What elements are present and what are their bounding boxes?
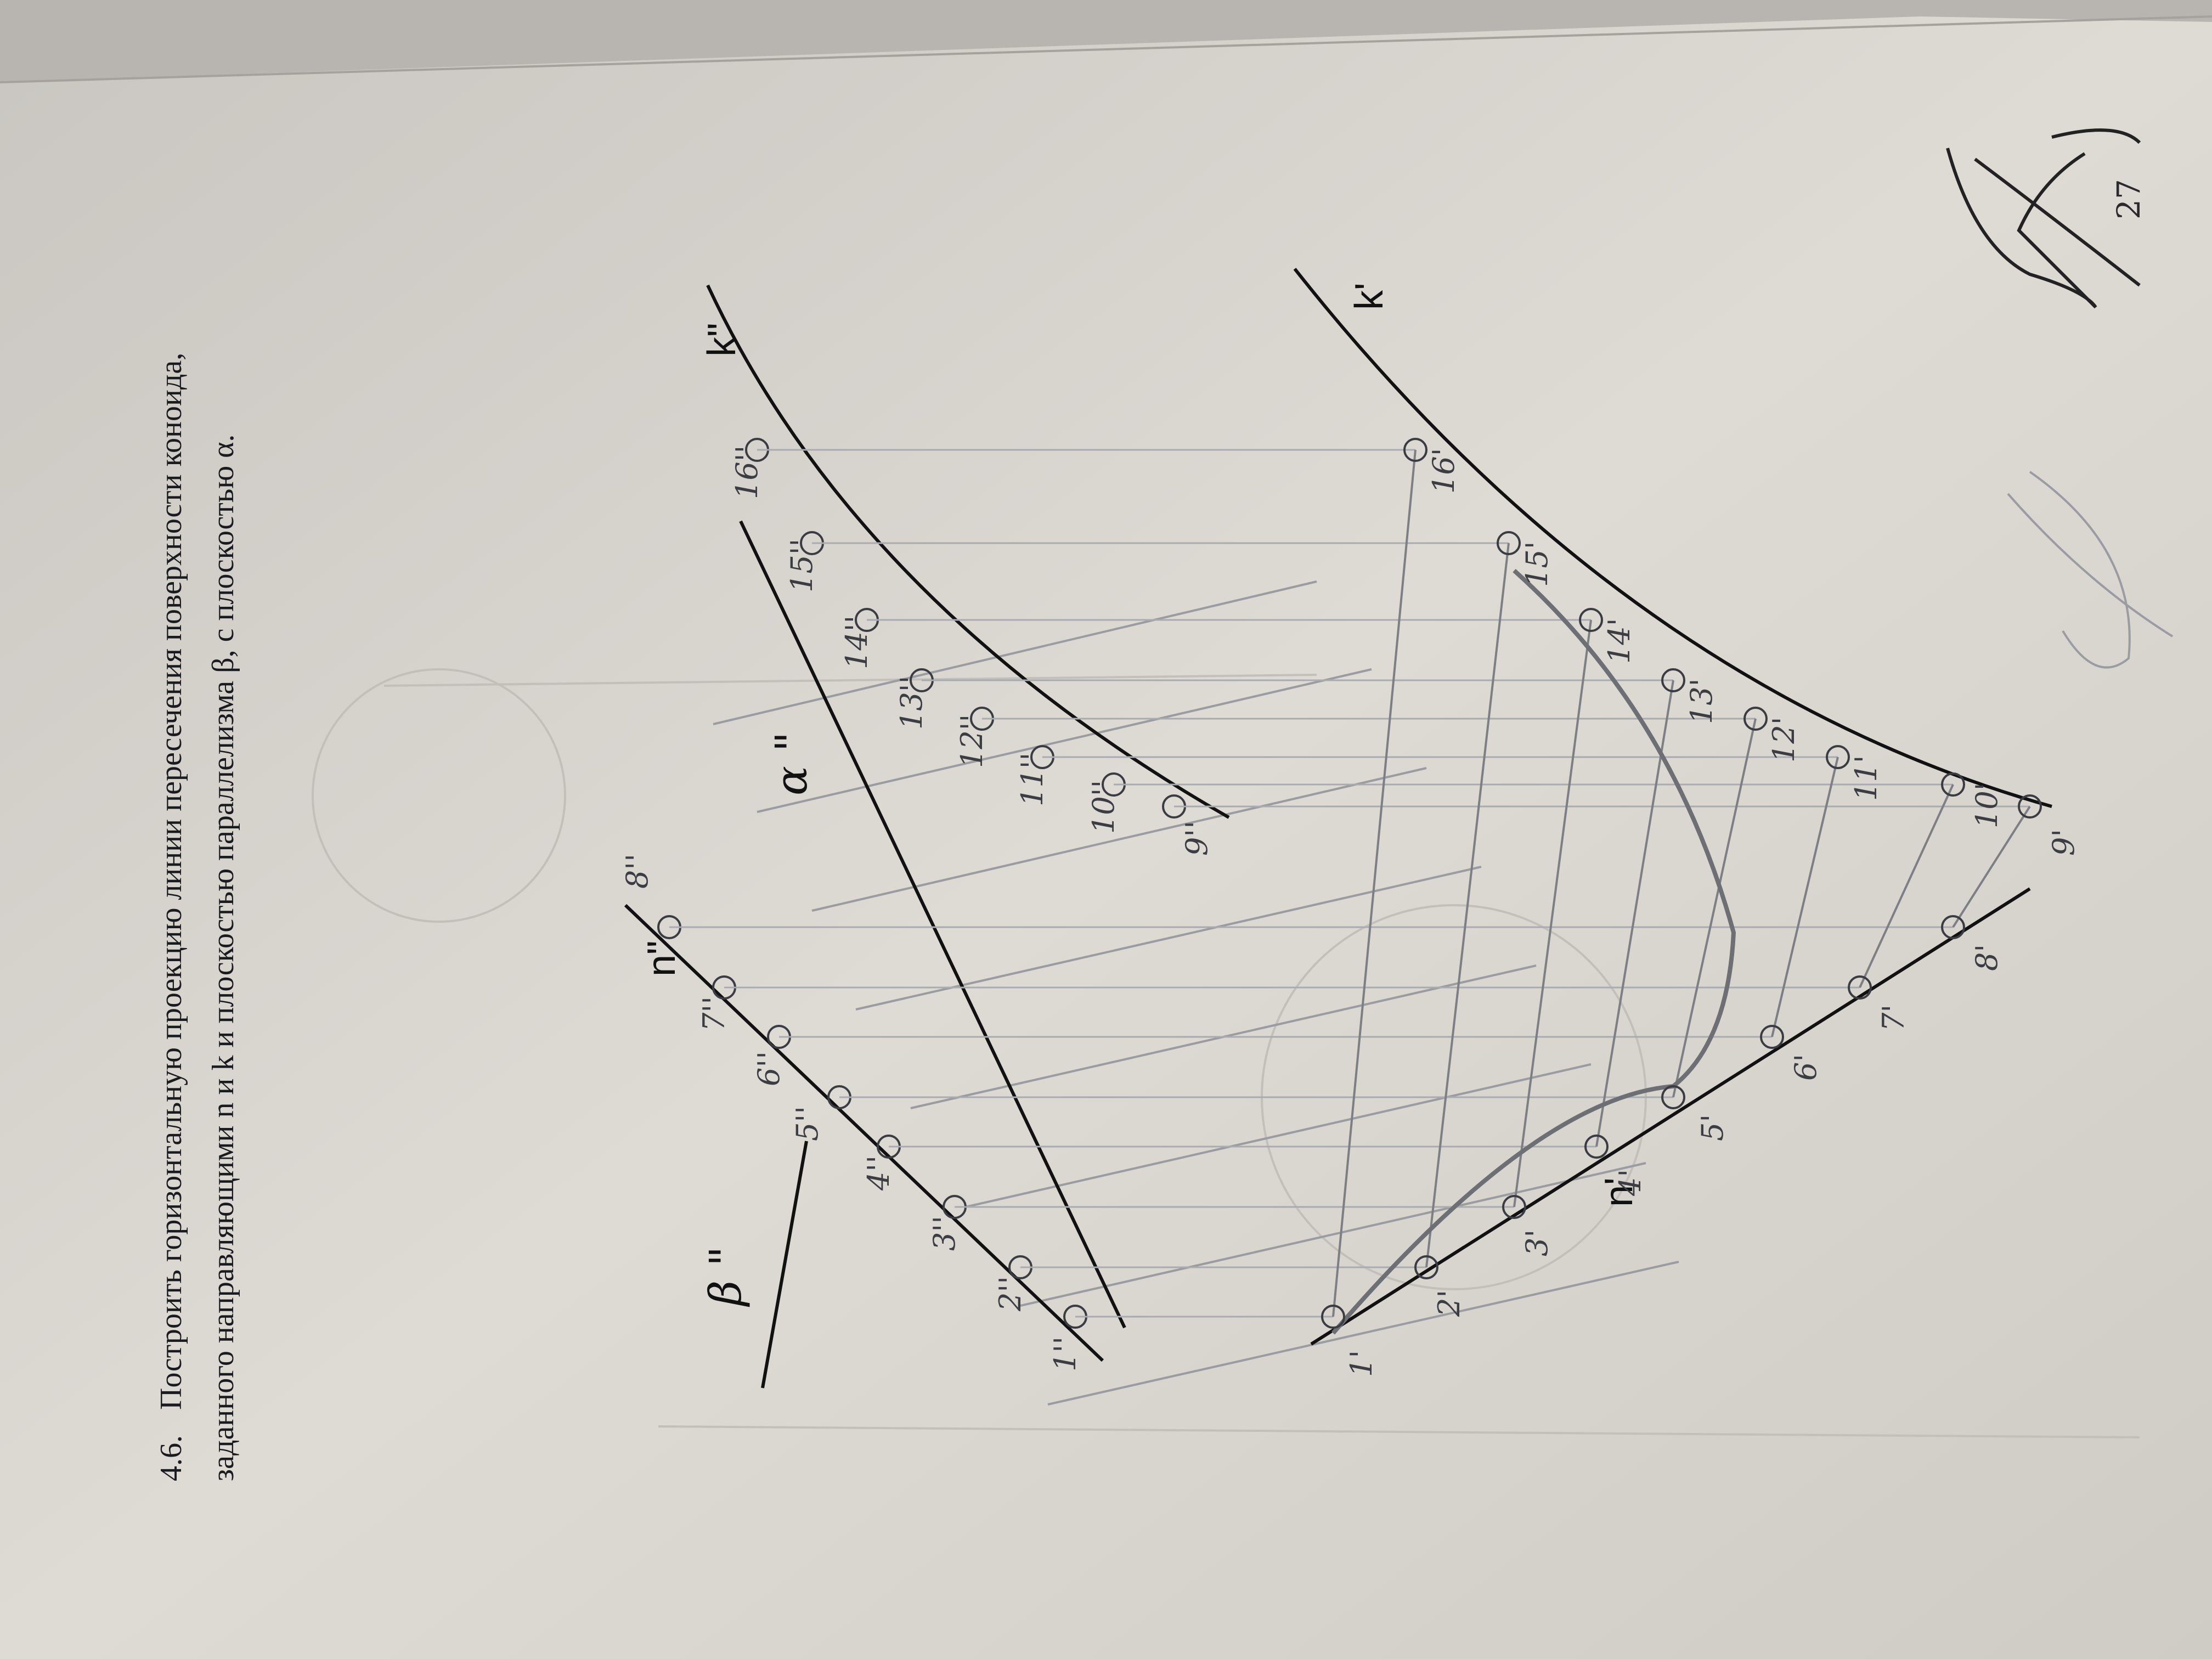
signature — [1946, 128, 2141, 309]
pencil-signature — [2007, 471, 2174, 669]
n-top-points — [1321, 915, 1965, 1329]
k-front-curve — [706, 284, 1230, 819]
projection-lines — [669, 449, 2030, 1318]
k-top-curve — [1293, 268, 2052, 808]
generatrix-lines — [1332, 449, 2031, 1317]
alpha-front-line — [739, 520, 1126, 1329]
top-view — [669, 268, 2052, 1346]
page-edge — [0, 0, 2212, 82]
n-top-line — [1310, 887, 2031, 1346]
page-edge-line — [0, 15, 2212, 83]
front-view — [624, 284, 1679, 1406]
intersection-curve — [1331, 569, 1736, 1335]
beta-front-line — [761, 1141, 808, 1389]
k-top-points — [1403, 438, 2042, 819]
n-front-line — [624, 904, 1104, 1362]
